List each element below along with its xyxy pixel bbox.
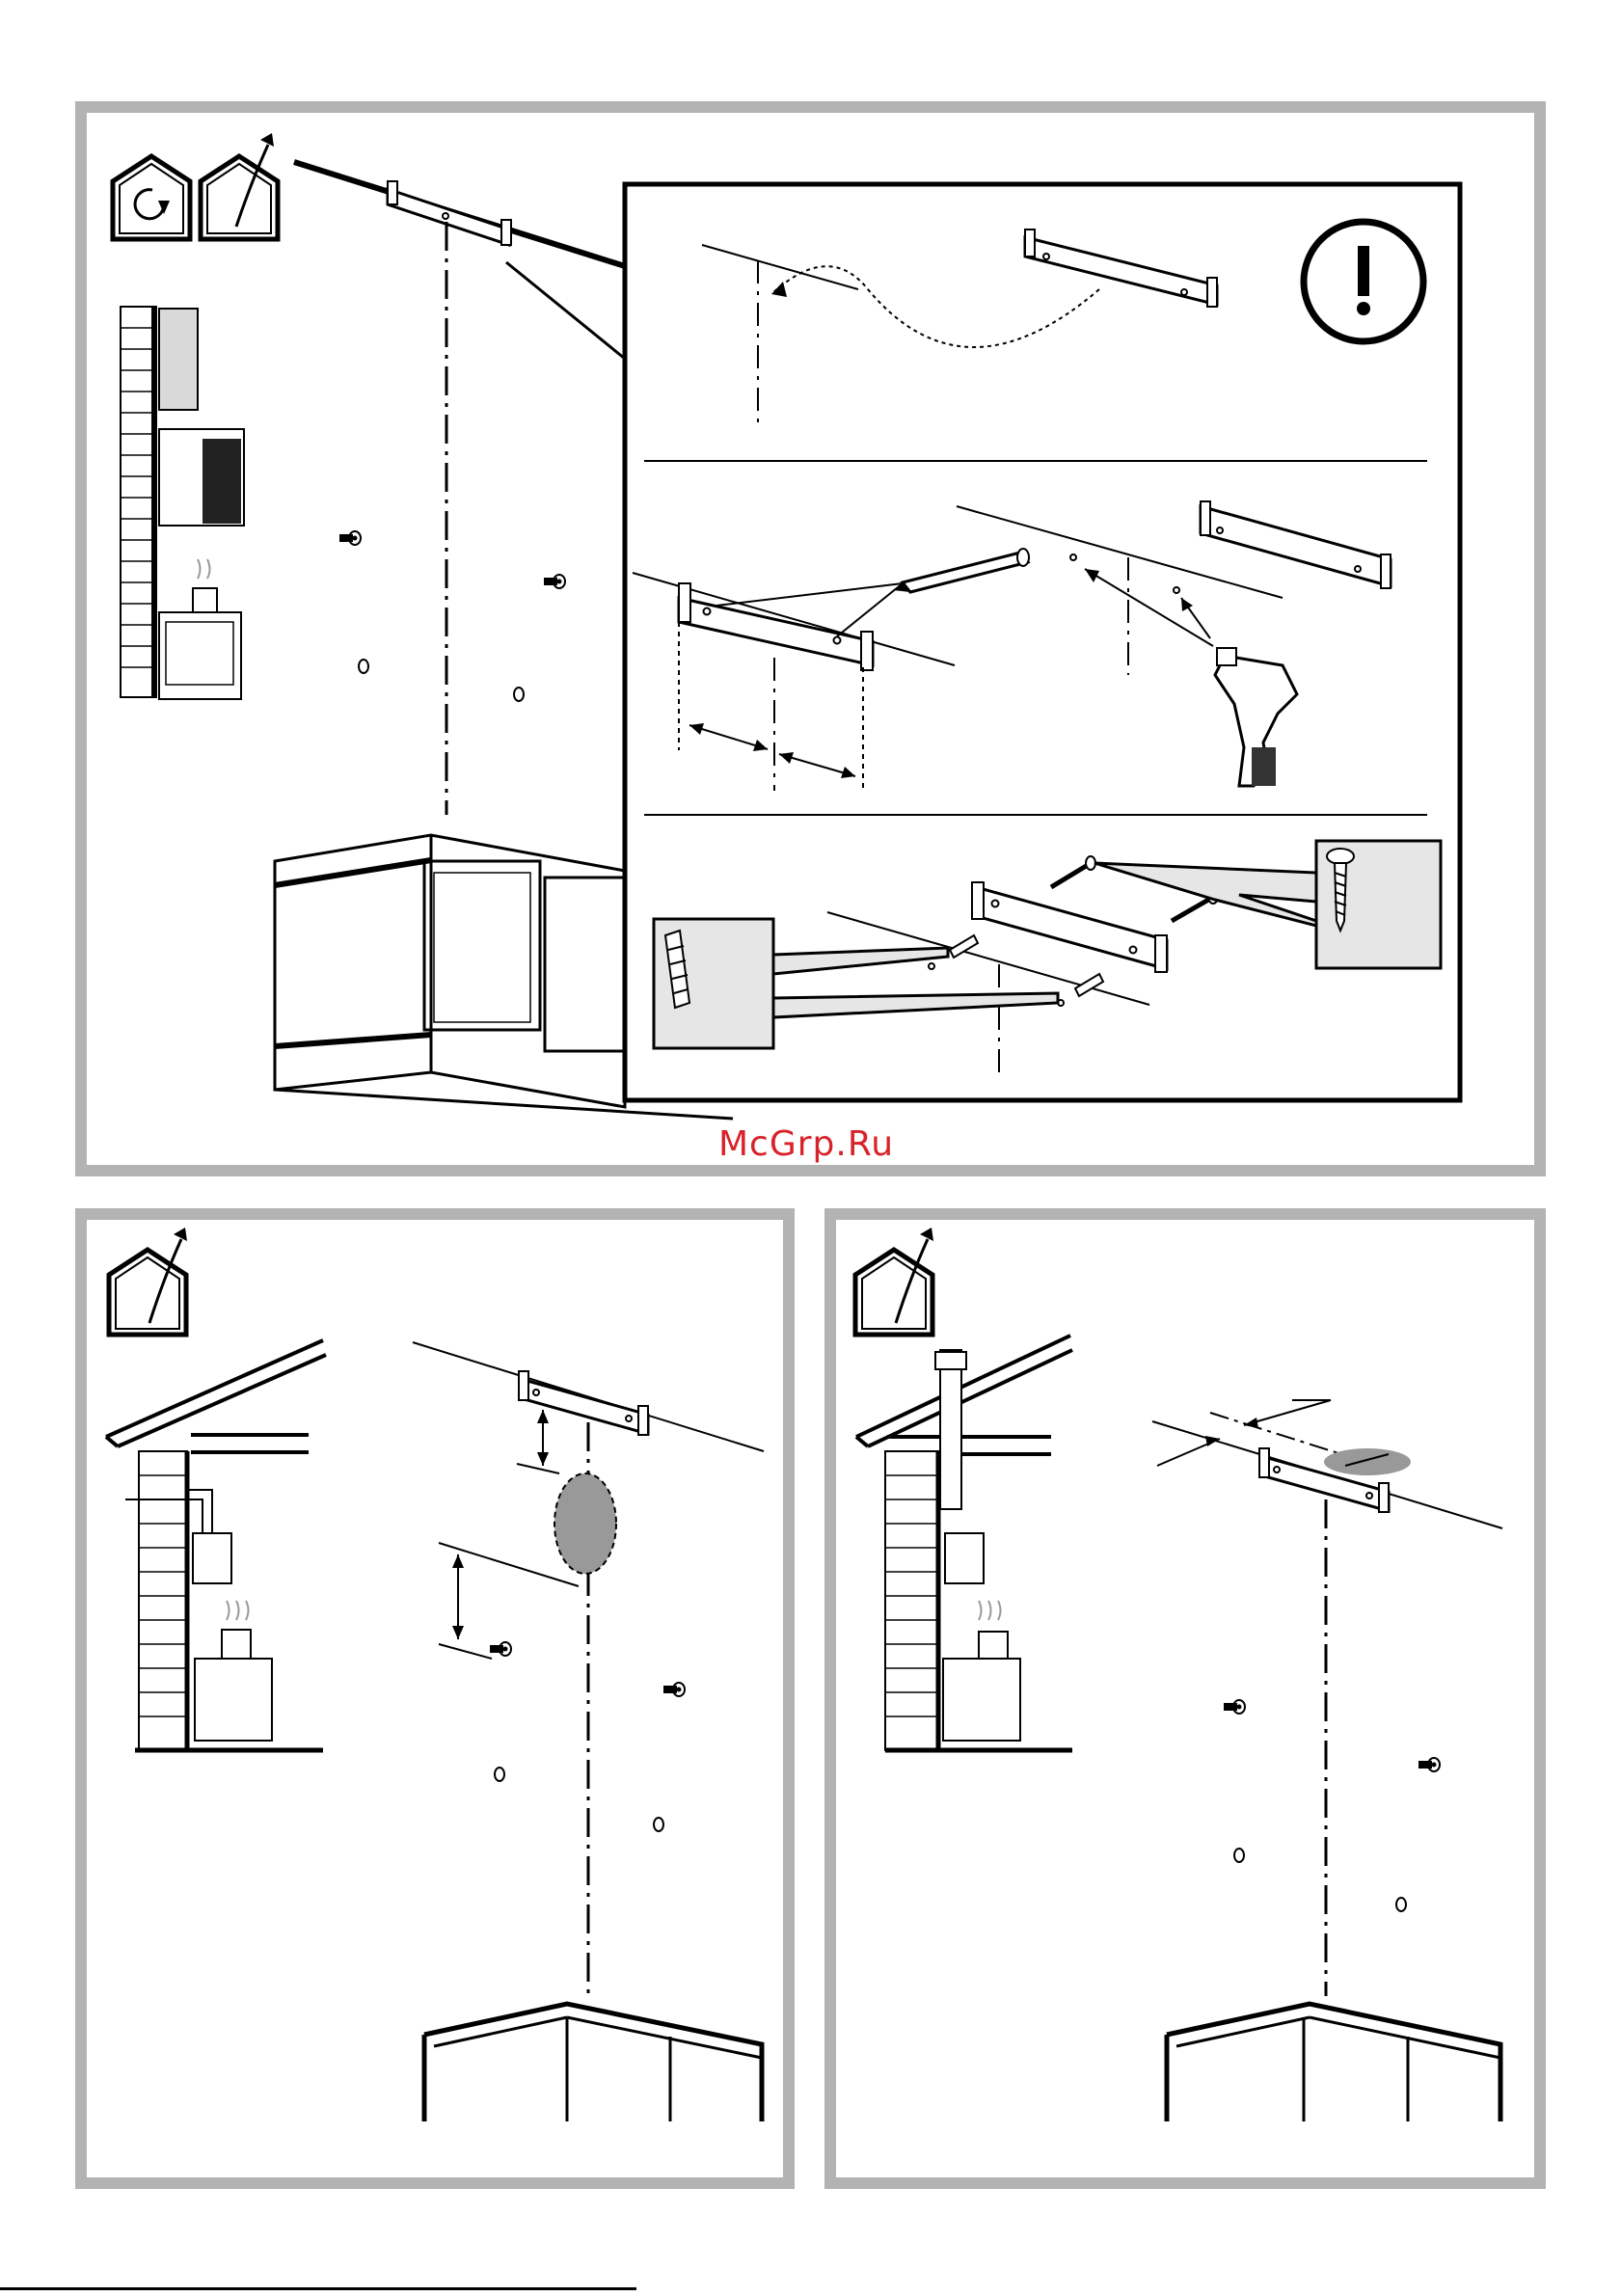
drill-hole <box>514 688 524 701</box>
panel-extraction-roof-outlet <box>830 1214 1540 2183</box>
watermark: McGrp.Ru <box>718 1124 894 1164</box>
footer-rule <box>0 2287 636 2290</box>
panel-wall-bracket-installation <box>81 107 1540 1171</box>
drill-hole <box>1396 1898 1406 1911</box>
drill-hole <box>359 660 368 673</box>
detail-inset <box>625 184 1460 1100</box>
duct-outlet <box>1324 1448 1411 1475</box>
drill-hole <box>495 1768 504 1781</box>
exclamation-icon <box>1304 222 1423 341</box>
drill-hole <box>654 1818 663 1831</box>
panel-extraction-wall-outlet <box>81 1214 789 2183</box>
duct-outlet <box>554 1473 616 1574</box>
drill-hole <box>1234 1849 1244 1862</box>
